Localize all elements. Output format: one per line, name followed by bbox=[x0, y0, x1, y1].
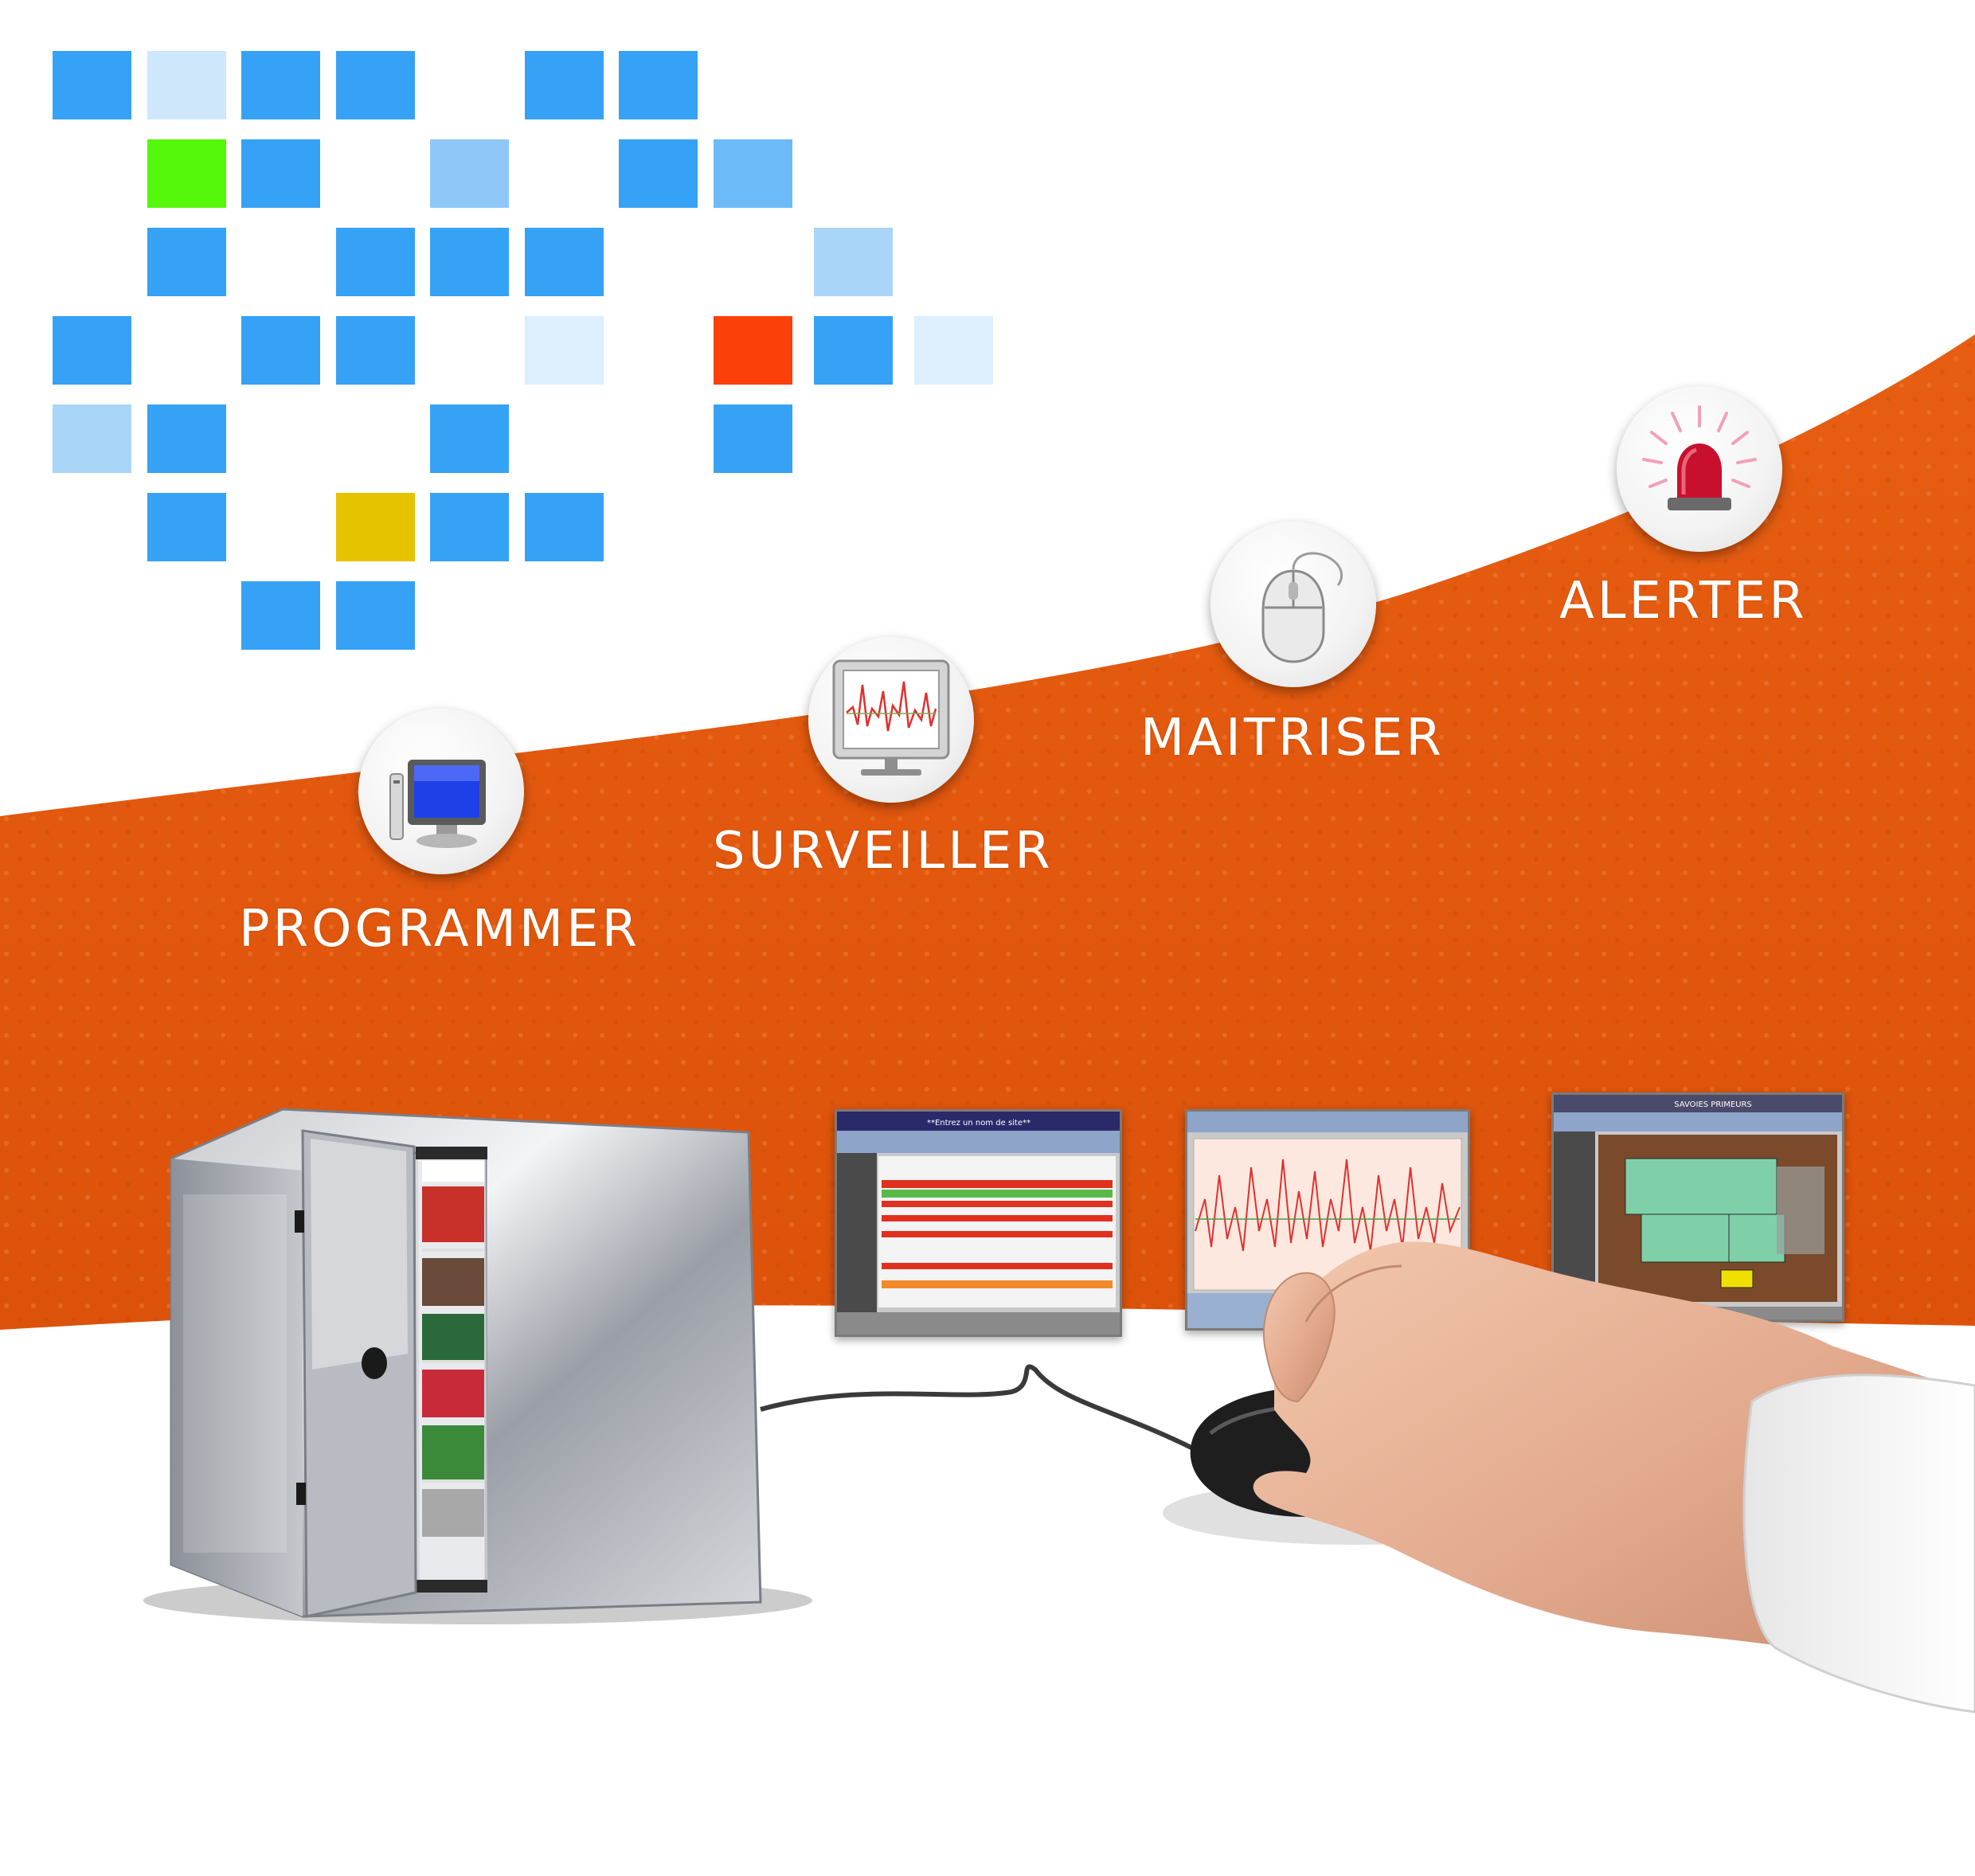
mosaic-square bbox=[714, 405, 792, 473]
mosaic-square bbox=[430, 139, 509, 208]
mosaic-square bbox=[714, 316, 792, 385]
mosaic-square bbox=[619, 139, 698, 208]
mosaic-square bbox=[241, 51, 320, 119]
mosaic-square bbox=[619, 51, 698, 119]
mosaic-square bbox=[53, 405, 131, 473]
feature-label-programmer: PROGRAMMER bbox=[239, 900, 641, 959]
mosaic-square bbox=[336, 493, 415, 561]
mosaic-square bbox=[147, 405, 226, 473]
alarm-list-screen-title: **Entrez un nom de site** bbox=[927, 1119, 1031, 1128]
mosaic-square bbox=[525, 51, 604, 119]
mosaic-square bbox=[430, 228, 509, 296]
mosaic-square bbox=[714, 139, 792, 208]
feature-label-surveiller: SURVEILLER bbox=[713, 822, 1054, 881]
mosaic-square bbox=[241, 316, 320, 385]
mosaic-square bbox=[336, 51, 415, 119]
mosaic-square bbox=[147, 139, 226, 208]
floor-plan-screen-title: SAVOIES PRIMEURS bbox=[1674, 1100, 1752, 1109]
mosaic-square bbox=[53, 51, 131, 119]
mosaic-square bbox=[430, 405, 509, 473]
mosaic-square bbox=[525, 493, 604, 561]
mosaic-square bbox=[147, 51, 226, 119]
feature-label-maitriser: MAITRISER bbox=[1140, 709, 1445, 768]
mosaic-square bbox=[430, 493, 509, 561]
mosaic-square bbox=[53, 316, 131, 385]
mosaic-square bbox=[914, 316, 993, 385]
alarm-list-screen: **Entrez un nom de site** bbox=[835, 1109, 1122, 1337]
mosaic-square bbox=[814, 228, 893, 296]
mosaic-square bbox=[147, 228, 226, 296]
mosaic-square bbox=[525, 228, 604, 296]
monitor-chart-icon bbox=[808, 637, 974, 803]
mosaic-square bbox=[241, 139, 320, 208]
floor-plan-screen: SAVOIES PRIMEURS bbox=[1551, 1092, 1844, 1322]
mosaic-square bbox=[336, 228, 415, 296]
computer-icon bbox=[358, 709, 524, 874]
mosaic-square bbox=[336, 316, 415, 385]
mosaic-square bbox=[525, 316, 604, 385]
mosaic-square bbox=[241, 581, 320, 650]
mosaic-square bbox=[336, 581, 415, 650]
feature-label-alerter: ALERTER bbox=[1559, 572, 1808, 631]
mosaic-square bbox=[147, 493, 226, 561]
mosaic-square bbox=[814, 316, 893, 385]
alarm-beacon-icon bbox=[1617, 386, 1782, 552]
mouse-icon bbox=[1210, 522, 1376, 687]
